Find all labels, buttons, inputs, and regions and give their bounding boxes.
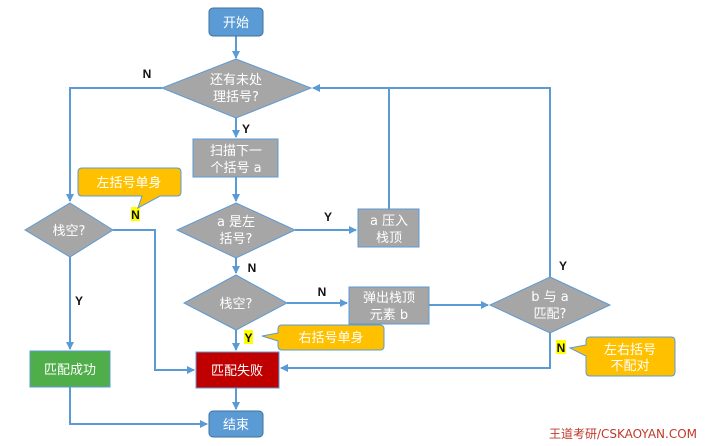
node-start-label: 开始	[223, 16, 249, 31]
edge-label-mid-empty-no: N	[318, 285, 327, 299]
edge-match-no	[280, 333, 551, 372]
edge-label-is-left-no: N	[248, 261, 257, 275]
edge-label-mid-empty-yes: Y	[244, 331, 252, 345]
edge-unprocessed-no	[66, 87, 162, 202]
edge-match-yes	[389, 87, 551, 277]
callout-right-single-text: 右括号单身	[298, 330, 363, 346]
callout-left-single-text: 左括号单身	[96, 175, 161, 191]
decision-stack-empty-mid-label: 栈空?	[220, 297, 253, 312]
edge-label-left-empty-yes: Y	[75, 294, 83, 308]
edge-push-loop	[312, 84, 390, 209]
highlight-left-empty-no	[131, 207, 140, 221]
decision-has-unprocessed: 还有未处 理括号?	[160, 58, 313, 119]
decision-is-left-line1: a 是左	[217, 215, 255, 230]
decision-stack-empty-left-label: 栈空?	[53, 224, 86, 239]
node-end: 结束	[208, 410, 264, 438]
callout-mismatch-line2: 不配对	[610, 359, 649, 374]
node-end-label: 结束	[223, 418, 249, 433]
callout-right-single: 右括号单身	[261, 324, 385, 351]
edge-label-match-yes: Y	[559, 259, 567, 273]
node-start: 开始	[208, 7, 264, 37]
node-success-label: 匹配成功	[44, 363, 96, 378]
node-failure: 匹配失败	[195, 351, 280, 389]
callout-left-single: 左括号单身	[77, 167, 182, 210]
process-pop-line2: 元素 b	[370, 308, 408, 323]
process-push-line2: 栈顶	[376, 231, 402, 246]
decision-is-left-line2: 括号?	[220, 232, 253, 247]
decision-match: b 与 a 匹配?	[488, 276, 612, 334]
edge-leftempty-no	[113, 229, 195, 374]
edge-label-unprocessed-no: N	[143, 67, 152, 81]
edge-label-left-empty-no: N	[131, 208, 140, 222]
decision-has-unprocessed-line2: 理括号?	[213, 90, 259, 105]
process-scan-next: 扫描下一 个括号 a	[192, 138, 279, 178]
edge-label-is-left-yes: Y	[324, 210, 332, 224]
node-success: 匹配成功	[29, 350, 111, 388]
highlight-mid-empty-yes	[244, 330, 253, 344]
process-push-line1: a 压入	[370, 214, 408, 229]
process-scan-next-line2: 个括号 a	[210, 161, 261, 176]
edge-label-unprocessed-yes: Y	[242, 122, 250, 136]
decision-stack-empty-left: 栈空?	[24, 202, 114, 258]
decision-has-unprocessed-line1: 还有未处	[210, 73, 262, 88]
watermark: 王道考研/CSKAOYAN.COM	[548, 427, 697, 441]
callout-mismatch-line1: 左右括号	[604, 343, 656, 358]
process-push: a 压入 栈顶	[357, 208, 420, 248]
edge-success-to-end	[69, 387, 208, 428]
process-pop-line1: 弹出栈顶	[363, 291, 415, 306]
edge-label-match-no: N	[557, 341, 566, 355]
process-scan-next-line1: 扫描下一	[210, 144, 262, 159]
highlight-match-no	[556, 340, 566, 354]
decision-is-left: a 是左 括号?	[175, 202, 297, 259]
decision-match-line2: 匹配?	[534, 307, 567, 322]
decision-stack-empty-mid: 栈空?	[182, 274, 289, 331]
process-pop: 弹出栈顶 元素 b	[348, 286, 430, 325]
decision-match-line1: b 与 a	[531, 290, 568, 305]
callout-mismatch: 左右括号 不配对	[568, 336, 676, 377]
node-failure-label: 匹配失败	[211, 364, 263, 379]
